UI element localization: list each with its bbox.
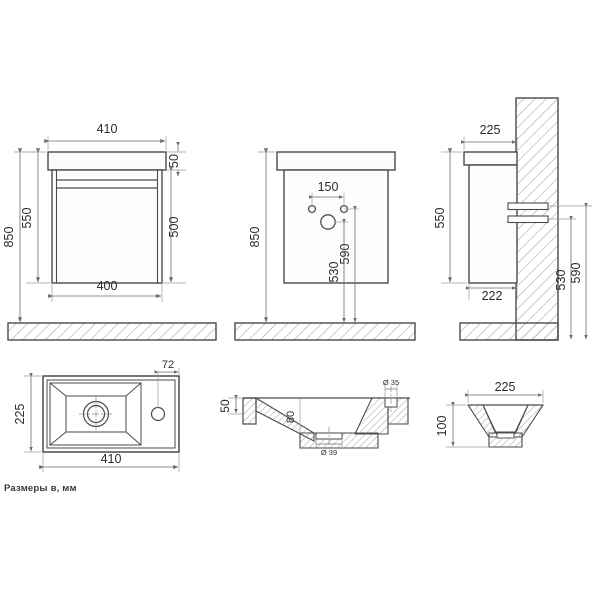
dim-label-lower-hole-height: 530 bbox=[327, 262, 341, 283]
side-countertop bbox=[463, 151, 518, 166]
wall-outlet-upper bbox=[507, 202, 549, 211]
bowl-slope-bl bbox=[49, 431, 67, 446]
dim-label-body-width: 400 bbox=[97, 279, 118, 293]
dim-label-top-depth: 225 bbox=[480, 123, 501, 137]
basin-body bbox=[283, 169, 389, 284]
basin-countertop bbox=[276, 151, 396, 171]
bowl-slope-tr bbox=[125, 382, 142, 397]
side-cabinet-body bbox=[468, 164, 518, 284]
section-left-rim bbox=[242, 397, 257, 425]
dim-label-top-thickness: 50 bbox=[167, 154, 181, 168]
view-front-basin: 150 590 530 850 bbox=[234, 148, 416, 341]
dim-label-body-depth: 222 bbox=[482, 289, 503, 303]
cabinet-body bbox=[51, 169, 163, 284]
dim-label-basin-depth: 225 bbox=[13, 404, 27, 425]
cabinet-countertop bbox=[47, 151, 167, 171]
view-longitudinal-section: 50 80 Ø 35 Ø 39 bbox=[218, 378, 410, 457]
floor-slab-view1 bbox=[7, 322, 217, 341]
drawing-caption: Размеры в, мм bbox=[4, 483, 77, 494]
dim-label-drain-dia: Ø 39 bbox=[321, 448, 337, 457]
dim-label-cabinet-height-2: 550 bbox=[433, 208, 447, 229]
top-view-tap-hole bbox=[150, 406, 166, 422]
dim-label-hole-spacing: 150 bbox=[318, 180, 339, 194]
drain-outlet-circle bbox=[320, 214, 336, 230]
dim-label-tap-offset: 72 bbox=[162, 359, 174, 371]
dim-label-cross-height: 100 bbox=[435, 416, 449, 437]
view-side-section: 225 550 222 590 530 bbox=[433, 97, 592, 341]
cross-drain-gap bbox=[496, 432, 515, 439]
bowl-slope-tl bbox=[49, 382, 67, 397]
dim-label-install-height: 850 bbox=[2, 227, 16, 248]
view-front-cabinet: 410 50 500 400 550 850 bbox=[2, 122, 217, 341]
section-right-slope bbox=[354, 397, 389, 435]
floor-slab-view2 bbox=[234, 322, 416, 341]
cross-right-wall bbox=[512, 404, 545, 438]
wall-outlet-lower bbox=[507, 215, 549, 224]
dim-label-tap-hole-dia: Ø 35 bbox=[383, 378, 399, 387]
view-top-basin: 72 225 410 bbox=[13, 359, 180, 472]
dim-label-lower-outlet-height: 530 bbox=[554, 270, 568, 291]
view-cross-section: 225 100 bbox=[435, 380, 545, 448]
dim-label-cross-width: 225 bbox=[495, 380, 516, 394]
dim-label-top-width: 410 bbox=[97, 122, 118, 136]
dim-label-body-height: 500 bbox=[167, 217, 181, 238]
dim-label-cabinet-height: 550 bbox=[20, 208, 34, 229]
dim-label-bowl-depth: 80 bbox=[285, 411, 297, 423]
dim-label-upper-hole-height: 590 bbox=[338, 244, 352, 265]
cross-left-wall bbox=[466, 404, 499, 438]
dim-label-rim-thickness: 50 bbox=[218, 399, 232, 413]
cross-inner-bowl-line bbox=[482, 404, 529, 433]
dim-label-basin-width: 410 bbox=[101, 452, 122, 466]
floor-slab-view3 bbox=[459, 322, 559, 341]
tap-hole-left bbox=[307, 204, 317, 214]
bowl-slope-br bbox=[125, 431, 142, 446]
dim-label-install-height-2: 850 bbox=[248, 227, 262, 248]
basin-bowl-floor bbox=[65, 395, 127, 433]
